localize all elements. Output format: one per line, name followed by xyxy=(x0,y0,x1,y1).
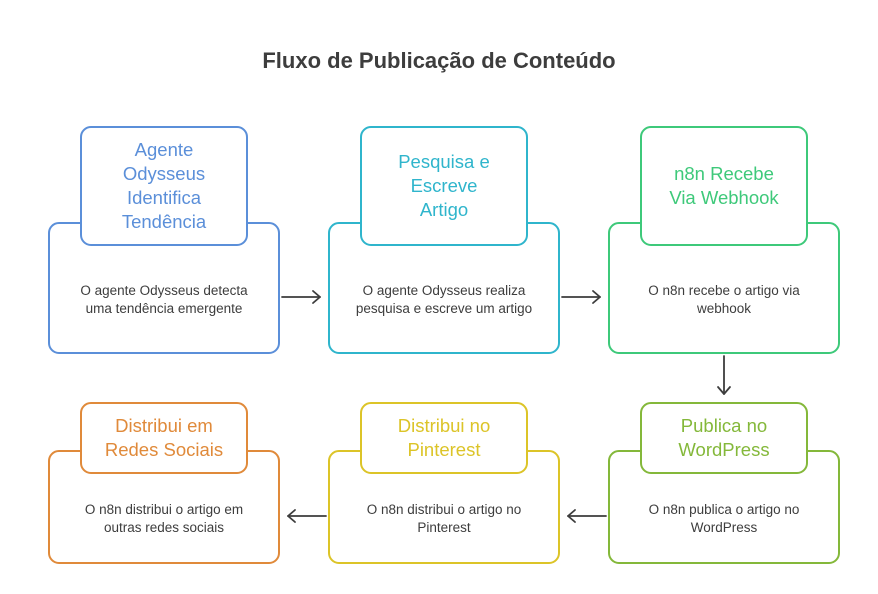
step-heading-box: Pesquisa e Escreve Artigo xyxy=(360,126,528,246)
arrow-right-2-to-3 xyxy=(561,290,601,304)
step-heading: n8n Recebe Via Webhook xyxy=(669,163,779,208)
diagram-title: Fluxo de Publicação de Conteúdo xyxy=(262,48,616,73)
step-heading-box: n8n Recebe Via Webhook xyxy=(640,126,808,246)
step-heading-box: Distribui no Pinterest xyxy=(360,402,528,474)
arrow-right-1-to-2 xyxy=(281,290,321,304)
step-heading: Pesquisa e Escreve Artigo xyxy=(398,151,490,220)
step-heading: Distribui no Pinterest xyxy=(397,415,491,460)
step-heading-box: Distribui em Redes Sociais xyxy=(80,402,248,474)
step-heading: Publica no WordPress xyxy=(678,415,770,460)
arrow-down-3-to-4 xyxy=(717,355,731,395)
step-description: O agente Odysseus realiza pesquisa e esc… xyxy=(355,283,533,316)
step-heading-box: Publica no WordPress xyxy=(640,402,808,474)
step-description: O agente Odysseus detecta uma tendência … xyxy=(80,283,248,316)
arrow-left-4-to-5 xyxy=(567,509,607,523)
step-description: O n8n distribui o artigo no Pinterest xyxy=(366,502,522,535)
step-description: O n8n distribui o artigo em outras redes… xyxy=(84,502,244,535)
arrow-left-5-to-6 xyxy=(287,509,327,523)
step-description: O n8n recebe o artigo via webhook xyxy=(648,283,800,316)
step-heading: Agente Odysseus Identifica Tendência xyxy=(121,139,207,232)
step-description: O n8n publica o artigo no WordPress xyxy=(648,502,800,535)
step-heading: Distribui em Redes Sociais xyxy=(104,415,224,460)
step-heading-box: Agente Odysseus Identifica Tendência xyxy=(80,126,248,246)
